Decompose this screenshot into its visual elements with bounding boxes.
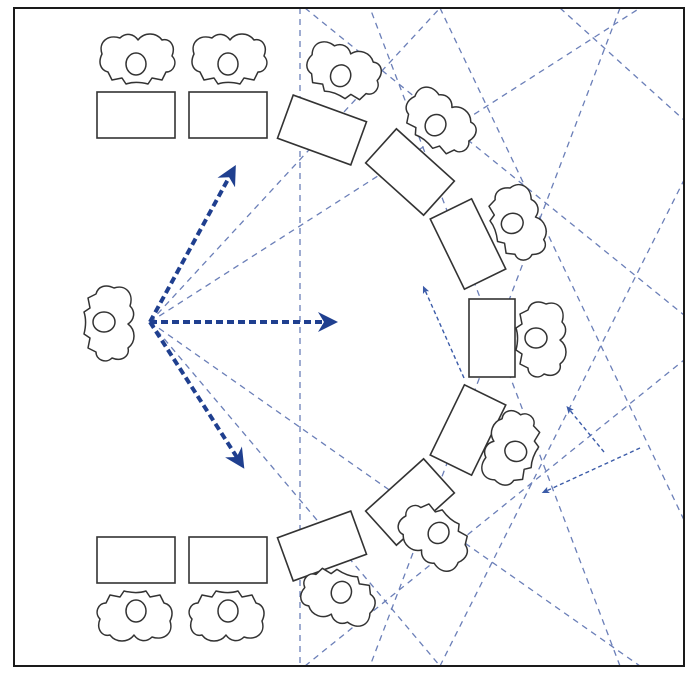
sightline [439,179,685,667]
student-top-view-icon [299,567,376,627]
student-top-view-icon [191,33,268,85]
student-top-view-icon-head [125,599,147,623]
student-top-view-icon-head [424,113,447,137]
student-gaze-arrow [422,285,465,379]
desk [276,510,368,582]
student-top-view-icon-head [330,580,353,604]
student-top-view-icon [397,503,469,572]
desk [188,536,268,584]
student-gaze-arrow [566,406,605,453]
room-border [13,7,685,667]
teacher-gaze-arrow [148,164,236,323]
desk [429,197,507,291]
student-top-view-icon [481,409,541,486]
desks-group [96,91,516,584]
sightline [559,7,685,121]
desk [96,536,176,584]
student-top-view-icon [515,301,567,378]
student-top-view-icon [488,183,547,261]
student-top-view-icon [99,33,176,85]
student-top-view-icon-head [504,440,528,463]
student-top-view-icon-head [427,521,450,545]
desk [276,94,368,166]
teacher-gaze-arrow [148,320,245,469]
desk [188,91,268,139]
student-top-view-icon [405,86,477,155]
student-top-view-icon [188,590,265,642]
sightline [149,7,441,323]
desk [96,91,176,139]
teacher-top-view-icon [83,285,135,362]
sightline [369,7,621,667]
student-top-view-icon [96,590,173,642]
student-gaze-arrow [541,447,641,494]
desk [468,298,516,378]
student-top-view-icon-head [329,64,352,88]
student-top-view-icon-head [500,212,524,235]
desk [429,383,507,477]
desk [364,127,456,217]
student-top-view-icon-head [524,327,548,349]
student-top-view-icon-head [217,599,239,623]
students-group [83,33,567,642]
student-top-view-icon-head [125,52,147,76]
student-top-view-icon [306,41,383,101]
student-top-view-icon-head [217,52,239,76]
arrows-group [148,164,641,494]
teacher-top-view-icon-head [92,311,116,333]
